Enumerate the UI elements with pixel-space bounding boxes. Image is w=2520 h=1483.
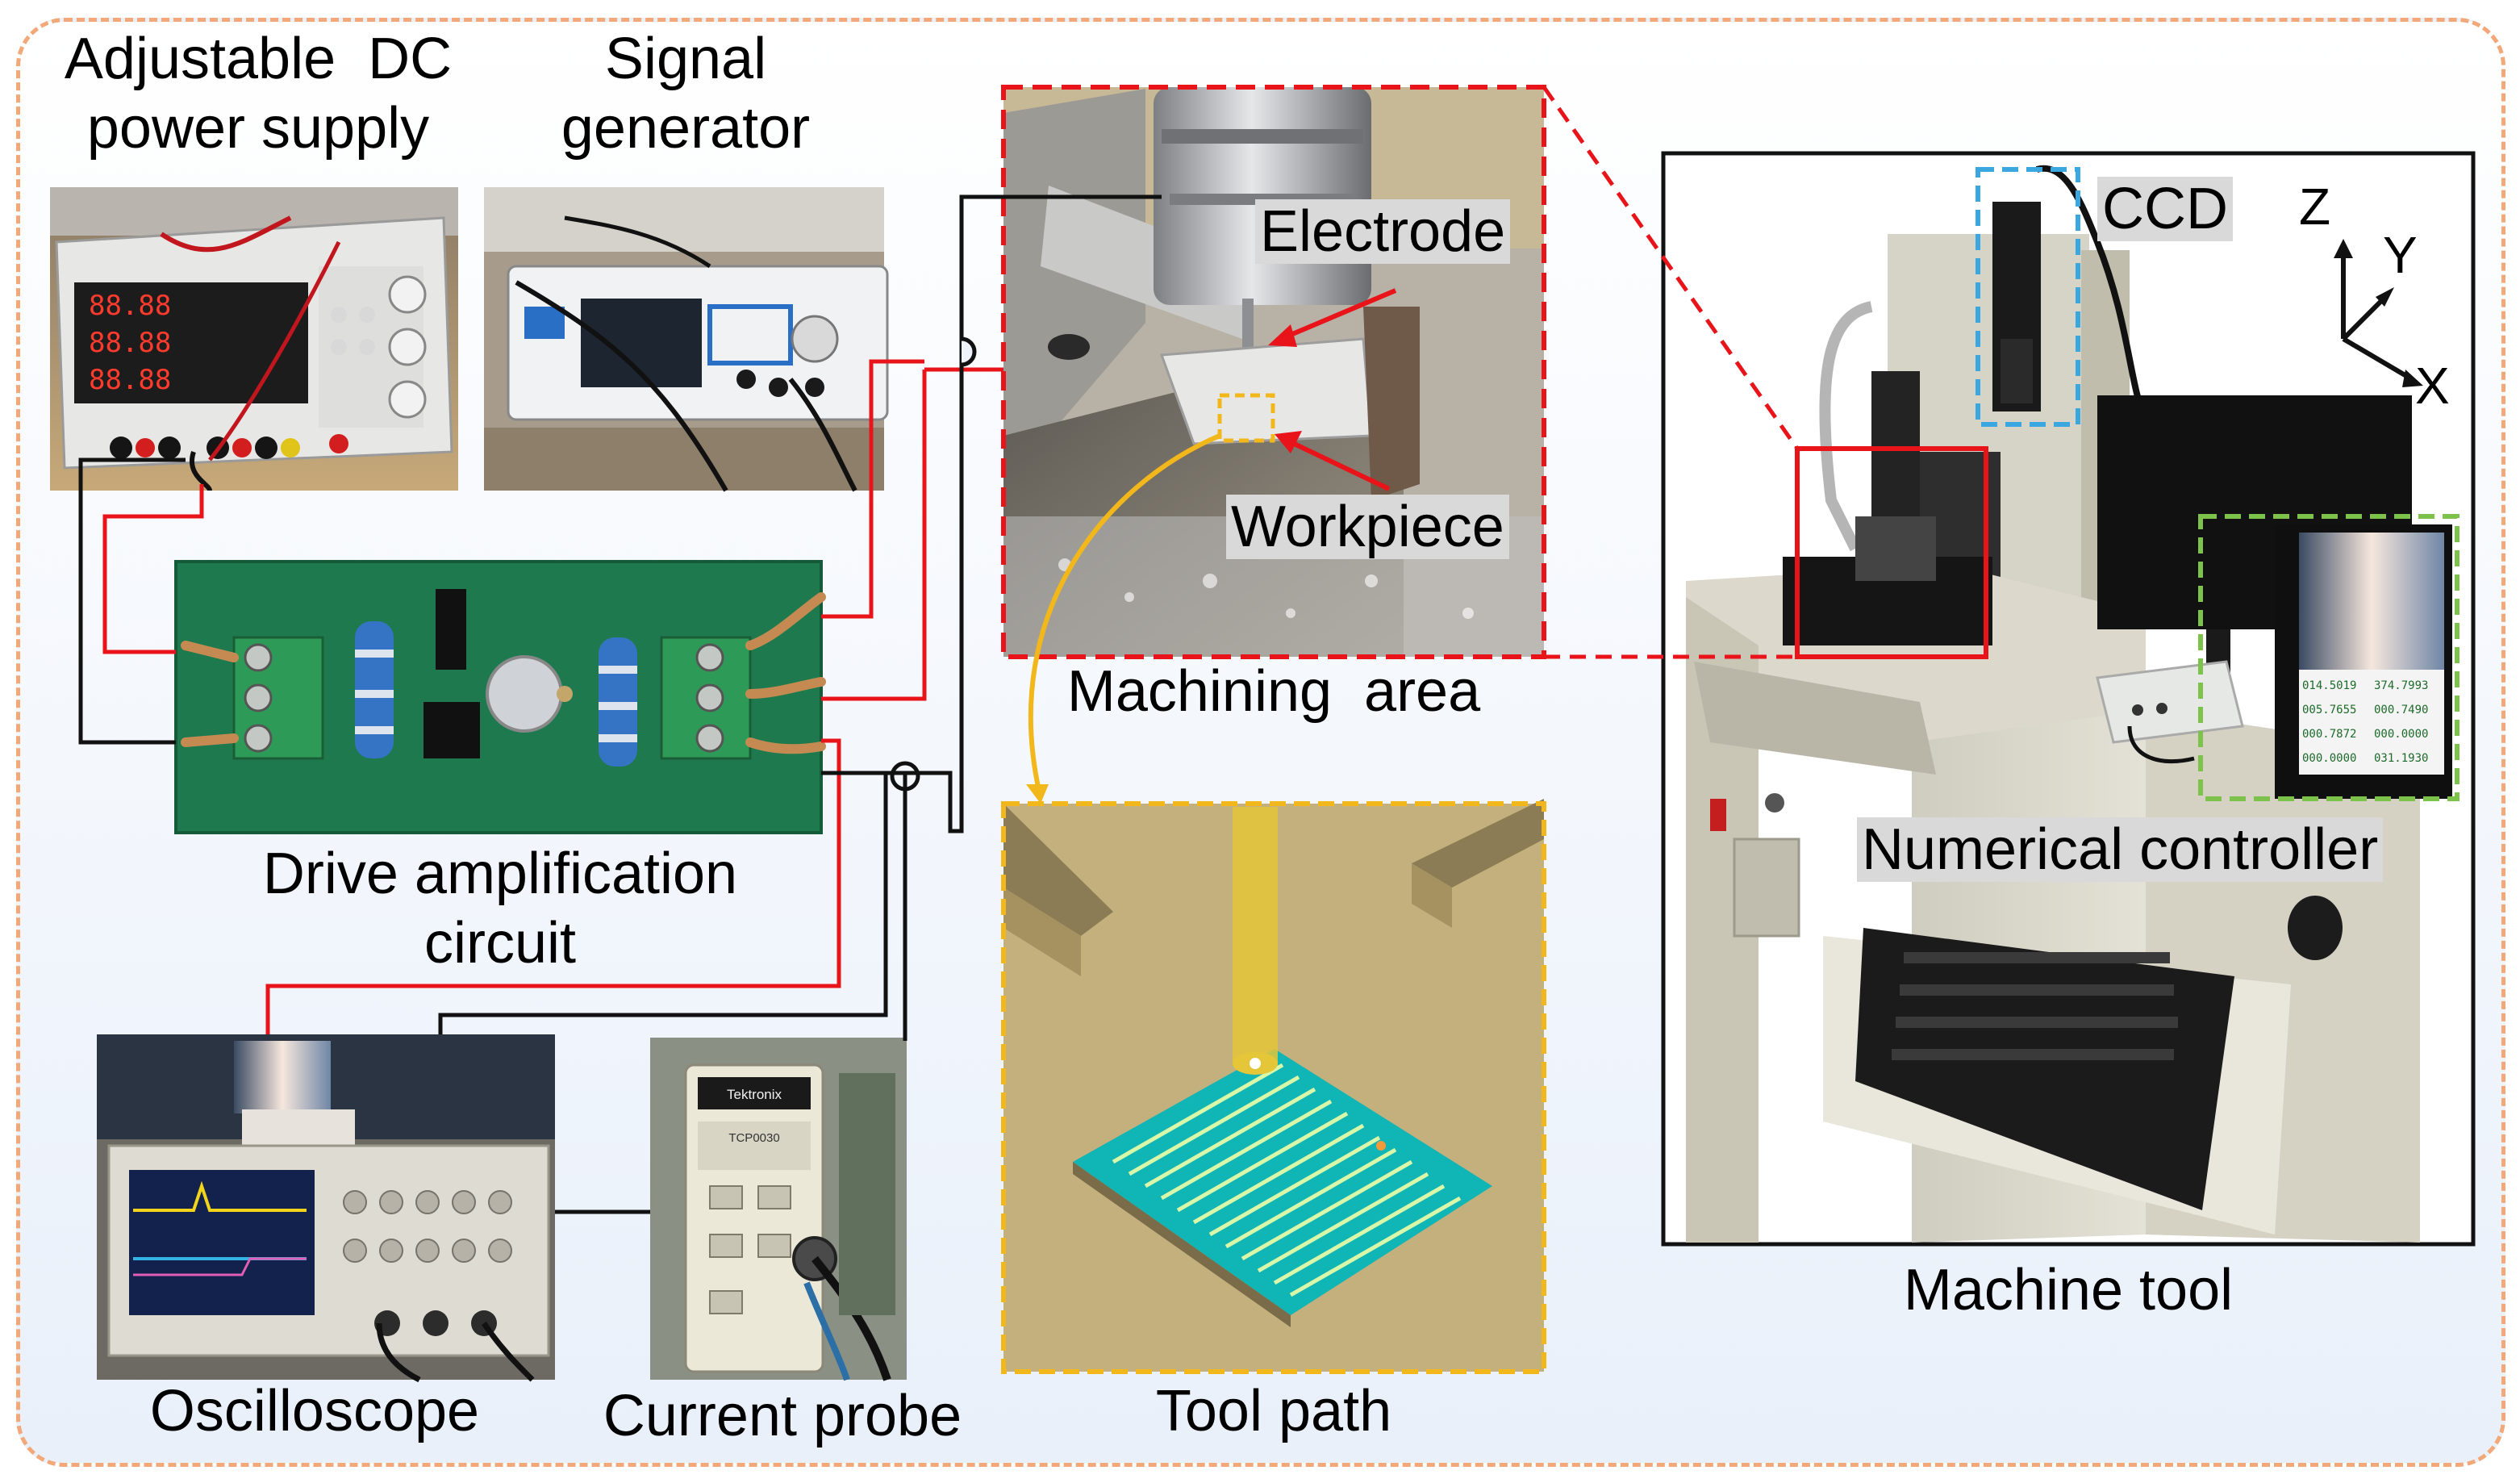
signal-generator-label: Signal generator xyxy=(500,24,871,164)
ps-readout-3: 88.88 xyxy=(89,364,172,396)
current-probe-photo xyxy=(650,1038,907,1381)
drive-circuit-photo xyxy=(174,560,826,834)
probe-model-plate: TCP0030 xyxy=(700,1126,808,1151)
oscilloscope-photo xyxy=(97,1034,555,1383)
ps-readout-2: 88.88 xyxy=(89,327,172,359)
red-wire xyxy=(102,359,1003,1034)
zoom-line-top xyxy=(1542,86,1800,450)
nc-value: 374.7993 xyxy=(2374,679,2429,692)
nc-readout-panel: 014.5019 374.7993 005.7655 000.7490 000.… xyxy=(2302,675,2441,771)
ccd-label-text: CCD xyxy=(2097,177,2233,241)
signal-generator-label-line2: generator xyxy=(561,96,811,161)
oscilloscope-label: Oscilloscope xyxy=(149,1379,480,1443)
nc-value: 000.0000 xyxy=(2374,728,2429,741)
black-wire xyxy=(78,194,1162,1214)
numerical-controller-label: Numerical controller xyxy=(1857,815,2384,884)
ccd-highlight-box xyxy=(1976,167,2080,427)
power-supply-label: Adjustable DC power supply xyxy=(32,24,484,164)
signal-generator-photo xyxy=(484,187,889,492)
wire-crossover-bottom xyxy=(890,761,920,792)
power-supply-display: 88.88 88.88 88.88 xyxy=(77,287,315,400)
workpiece-arrow xyxy=(1275,431,1391,491)
nc-value: 014.5019 xyxy=(2302,679,2357,692)
tool-path-label: Tool path xyxy=(1155,1379,1392,1443)
workpiece-label-text: Workpiece xyxy=(1226,495,1509,559)
machining-area-label: Machining area xyxy=(1066,659,1481,724)
power-supply-photo xyxy=(50,187,458,492)
current-probe-label: Current probe xyxy=(603,1384,962,1448)
ccd-label: CCD xyxy=(2097,174,2233,244)
electrode-label-text: Electrode xyxy=(1255,199,1511,264)
workpiece-detail-box xyxy=(1217,393,1275,443)
probe-label-plate: Tektronix xyxy=(700,1081,808,1109)
drive-circuit-label: Drive amplification circuit xyxy=(186,839,815,979)
nc-value: 005.7655 xyxy=(2302,704,2357,716)
power-supply-label-line1: Adjustable DC xyxy=(64,27,453,91)
electrode-label: Electrode xyxy=(1255,197,1511,266)
probe-model: TCP0030 xyxy=(728,1131,780,1145)
terminal-block-right xyxy=(660,636,752,760)
nc-value: 000.7490 xyxy=(2374,704,2429,716)
machine-tool-label: Machine tool xyxy=(1903,1258,2234,1322)
tool-path-render xyxy=(1003,799,1544,1372)
axis-y-label: Y xyxy=(2383,226,2418,284)
axis-z-label: Z xyxy=(2299,178,2331,236)
nc-value: 000.0000 xyxy=(2302,752,2357,765)
tool-path-frame xyxy=(1001,801,1546,1374)
workpiece-label: Workpiece xyxy=(1226,492,1509,562)
probe-brand: Tektronix xyxy=(726,1087,782,1102)
drive-circuit-label-line1: Drive amplification xyxy=(262,842,738,906)
machining-region-box xyxy=(1795,446,1988,659)
numerical-controller-label-text: Numerical controller xyxy=(1857,817,2384,882)
terminal-block-left xyxy=(232,636,324,760)
axis-indicator xyxy=(2334,239,2423,387)
wire-crossover-top xyxy=(961,336,977,367)
axis-x-label: X xyxy=(2415,357,2450,415)
controller-highlight-box xyxy=(2198,514,2460,801)
machine-tool-photo xyxy=(1661,151,2476,1247)
signal-generator-label-line1: Signal xyxy=(604,27,767,91)
electrode-arrow xyxy=(1268,288,1397,347)
power-supply-label-line2: power supply xyxy=(86,96,430,161)
tool-path-arrow xyxy=(1028,433,1221,792)
drive-circuit-label-line2: circuit xyxy=(423,911,576,976)
machining-area-photo xyxy=(1003,87,1544,657)
nc-value: 000.7872 xyxy=(2302,728,2357,741)
machining-area-frame xyxy=(1001,85,1546,659)
nc-value: 031.1930 xyxy=(2374,752,2429,765)
ps-readout-1: 88.88 xyxy=(89,290,172,322)
